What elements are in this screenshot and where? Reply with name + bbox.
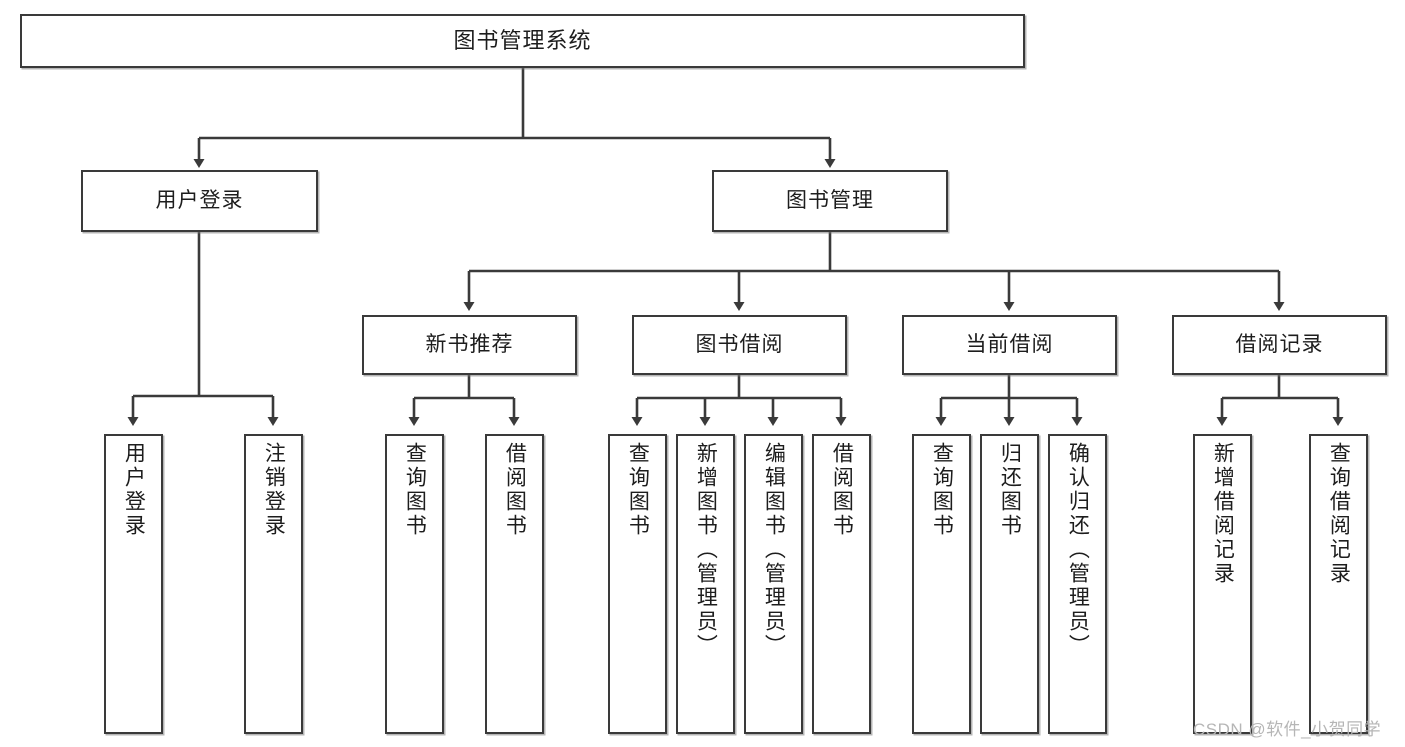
node-label: 查询借阅记录 bbox=[1327, 442, 1351, 586]
node-book-borrow[interactable]: 图书借阅 bbox=[632, 315, 847, 375]
node-label: 图书管理系统 bbox=[453, 28, 592, 54]
node-label: 当前借阅 bbox=[965, 332, 1054, 356]
node-label: 用户登录 bbox=[122, 442, 146, 538]
node-label: 编辑图书（管理员） bbox=[762, 442, 786, 658]
node-label: 查询图书 bbox=[626, 442, 650, 538]
node-label: 用户登录 bbox=[155, 188, 244, 212]
node-label: 借阅图书 bbox=[503, 442, 527, 538]
node-label: 查询图书 bbox=[403, 442, 427, 538]
leaf-current-query-book[interactable]: 查询图书 bbox=[912, 434, 971, 734]
leaf-current-confirm-return-admin[interactable]: 确认归还（管理员） bbox=[1048, 434, 1107, 734]
node-label: 借阅记录 bbox=[1235, 332, 1324, 356]
leaf-record-query-borrow-record[interactable]: 查询借阅记录 bbox=[1309, 434, 1368, 734]
node-label: 借阅图书 bbox=[830, 442, 854, 538]
node-root-system[interactable]: 图书管理系统 bbox=[20, 14, 1025, 68]
leaf-recommend-query-book[interactable]: 查询图书 bbox=[385, 434, 444, 734]
leaf-borrow-edit-book-admin[interactable]: 编辑图书（管理员） bbox=[744, 434, 803, 734]
node-current-borrow[interactable]: 当前借阅 bbox=[902, 315, 1117, 375]
node-label: 新书推荐 bbox=[425, 332, 514, 356]
node-book-management[interactable]: 图书管理 bbox=[712, 170, 948, 232]
node-new-book-recommend[interactable]: 新书推荐 bbox=[362, 315, 577, 375]
leaf-borrow-borrow-book[interactable]: 借阅图书 bbox=[812, 434, 871, 734]
node-label: 图书管理 bbox=[786, 188, 874, 212]
leaf-user-login[interactable]: 用户登录 bbox=[104, 434, 163, 734]
leaf-record-add-borrow-record[interactable]: 新增借阅记录 bbox=[1193, 434, 1252, 734]
leaf-borrow-add-book-admin[interactable]: 新增图书（管理员） bbox=[676, 434, 735, 734]
leaf-recommend-borrow-book[interactable]: 借阅图书 bbox=[485, 434, 544, 734]
leaf-current-return-book[interactable]: 归还图书 bbox=[980, 434, 1039, 734]
node-label: 新增借阅记录 bbox=[1211, 442, 1235, 586]
node-label: 查询图书 bbox=[930, 442, 954, 538]
leaf-borrow-query-book[interactable]: 查询图书 bbox=[608, 434, 667, 734]
node-label: 注销登录 bbox=[262, 442, 286, 538]
node-label: 图书借阅 bbox=[695, 332, 784, 356]
node-user-login[interactable]: 用户登录 bbox=[81, 170, 318, 232]
node-borrow-record[interactable]: 借阅记录 bbox=[1172, 315, 1387, 375]
node-label: 新增图书（管理员） bbox=[694, 442, 718, 658]
leaf-user-logout[interactable]: 注销登录 bbox=[244, 434, 303, 734]
node-label: 确认归还（管理员） bbox=[1066, 442, 1090, 658]
watermark-text: CSDN @软件_小贺同学 bbox=[1193, 720, 1382, 739]
node-label: 归还图书 bbox=[998, 442, 1022, 538]
